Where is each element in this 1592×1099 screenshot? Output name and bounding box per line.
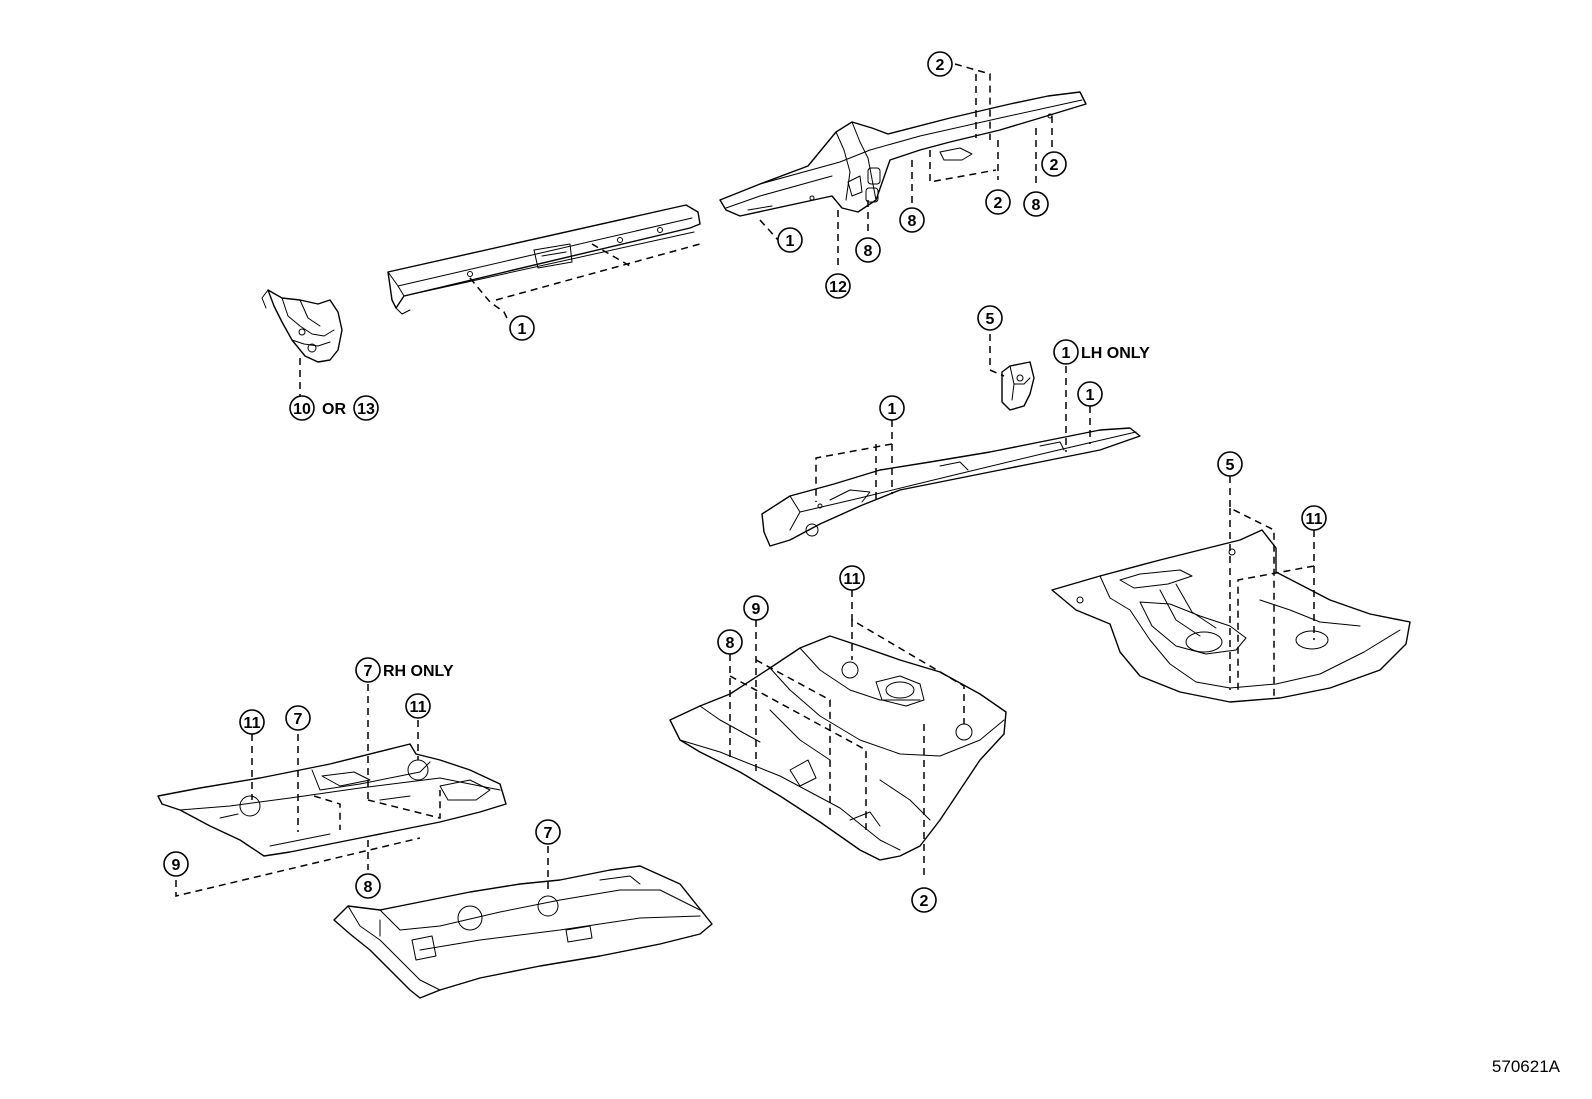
- bracket-part: [261, 289, 343, 363]
- callout-2-bottom: 2: [911, 887, 937, 913]
- callout-2-top-label: 2: [936, 57, 945, 74]
- callout-2-right-b: 2: [985, 189, 1011, 215]
- callout-7-rh-only: 7: [355, 657, 381, 683]
- bottom-floor-part: [333, 865, 713, 999]
- callout-11-center-label: 11: [844, 571, 861, 588]
- callout-11-rear-label: 11: [1306, 511, 1323, 528]
- callout-8-left: 8: [355, 873, 381, 899]
- callout-9-center: 9: [743, 595, 769, 621]
- lh-only-note: LH ONLY: [1081, 345, 1150, 362]
- callout-11-left-b: 11: [405, 693, 431, 719]
- callout-13: 13: [353, 395, 379, 421]
- callout-8-right-b-label: 8: [908, 213, 917, 230]
- figure-id: 570621A: [1492, 1057, 1561, 1076]
- callout-7-rh-only-label: 7: [364, 663, 373, 680]
- callout-1-rocker-right: 1: [1077, 381, 1103, 407]
- callout-1-rocker-right-label: 1: [1086, 387, 1095, 404]
- callout-12-label: 12: [829, 279, 847, 296]
- or-note: OR: [322, 401, 346, 418]
- callout-1-rocker-mid: 1: [879, 395, 905, 421]
- callout-1-rocker-mid-label: 1: [888, 401, 897, 418]
- clip-part: [1001, 361, 1035, 411]
- callout-8-right-c-label: 8: [864, 243, 873, 260]
- callout-5-clip-label: 5: [986, 311, 995, 328]
- callout-5-rear: 5: [1217, 451, 1243, 477]
- callout-7-bottom: 7: [535, 819, 561, 845]
- left-floor-part: [157, 743, 507, 857]
- callout-9-center-label: 9: [752, 601, 761, 618]
- callout-11-center: 11: [839, 565, 865, 591]
- callout-2-right-a-label: 2: [1050, 157, 1059, 174]
- callout-10: 10: [289, 395, 315, 421]
- callouts: 2 2 2 8 8 8 1 12 1 10 OR 13: [163, 51, 1327, 913]
- callout-10-label: 10: [293, 401, 311, 418]
- callout-8-right-c: 8: [855, 237, 881, 263]
- callout-11-left-a: 11: [239, 709, 265, 735]
- callout-11-rear: 11: [1301, 505, 1327, 531]
- callout-1-center-rail: 1: [509, 315, 535, 341]
- callout-7-bottom-label: 7: [544, 825, 553, 842]
- leader-lines: [175, 63, 1315, 897]
- callout-2-right-a: 2: [1041, 151, 1067, 177]
- callout-2-top: 2: [927, 51, 953, 77]
- center-rail-part: [387, 204, 701, 315]
- rocker-part: [761, 427, 1141, 547]
- callout-11-left-b-label: 11: [410, 699, 427, 716]
- rear-floor-part: [1051, 529, 1411, 703]
- callout-1-center-rail-label: 1: [518, 321, 527, 338]
- center-floor-part: [669, 635, 1007, 861]
- callout-7-left: 7: [285, 705, 311, 731]
- callout-5-clip: 5: [977, 305, 1003, 331]
- callout-2-bottom-label: 2: [920, 893, 929, 910]
- side-member-part: [719, 91, 1087, 217]
- rh-only-note: RH ONLY: [383, 663, 454, 680]
- callout-8-center: 8: [717, 629, 743, 655]
- callout-8-right-b: 8: [899, 207, 925, 233]
- callout-1-side-member: 1: [777, 227, 803, 253]
- callout-13-label: 13: [357, 401, 375, 418]
- callout-1-lh-only-label: 1: [1062, 345, 1071, 362]
- callout-9-left-label: 9: [172, 857, 181, 874]
- callout-1-lh-only: 1: [1053, 339, 1079, 365]
- callout-7-left-label: 7: [294, 711, 303, 728]
- callout-12: 12: [825, 273, 851, 299]
- callout-8-center-label: 8: [726, 635, 735, 652]
- callout-11-left-a-label: 11: [244, 715, 261, 732]
- callout-8-left-label: 8: [364, 879, 373, 896]
- callout-2-right-b-label: 2: [994, 195, 1003, 212]
- callout-5-rear-label: 5: [1226, 457, 1235, 474]
- callout-8-right-a-label: 8: [1032, 197, 1041, 214]
- callout-8-right-a: 8: [1023, 191, 1049, 217]
- callout-9-left: 9: [163, 851, 189, 877]
- callout-1-side-member-label: 1: [786, 233, 795, 250]
